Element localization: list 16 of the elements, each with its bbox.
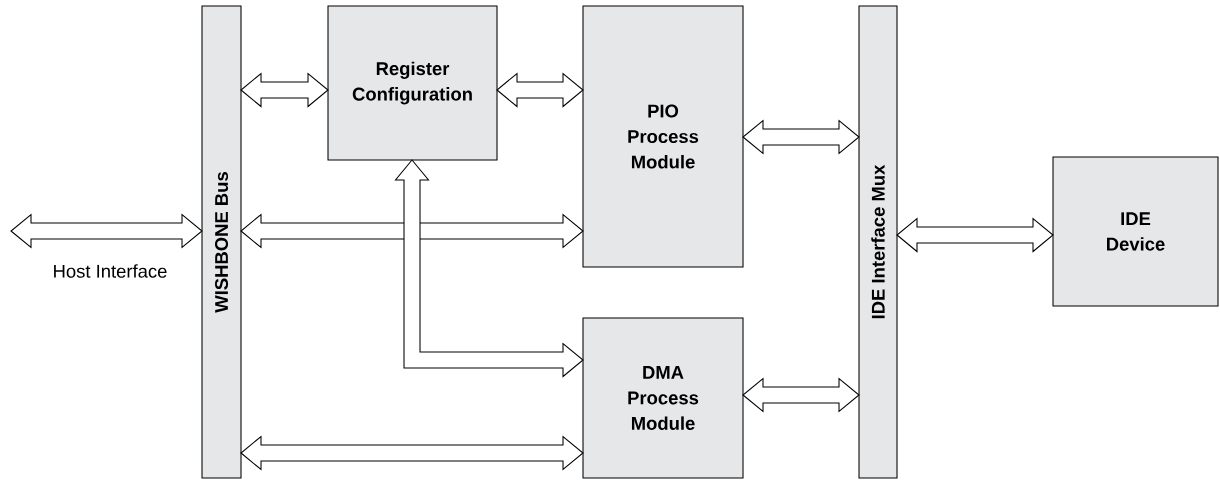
block-box: PIO Process Module bbox=[582, 5, 744, 268]
block-box: DMA Process Module bbox=[582, 317, 744, 479]
bus-bar: IDE Interface Mux bbox=[858, 5, 898, 479]
double-arrow bbox=[240, 213, 584, 249]
interface-label: Host Interface bbox=[54, 264, 167, 278]
block-box: IDE Device bbox=[1052, 156, 1219, 307]
double-arrow bbox=[10, 213, 203, 249]
double-arrow bbox=[496, 72, 584, 108]
double-arrow bbox=[394, 159, 584, 378]
double-arrow bbox=[240, 72, 329, 108]
double-arrow bbox=[240, 435, 584, 471]
double-arrow bbox=[742, 119, 860, 155]
double-arrow bbox=[742, 377, 860, 413]
double-arrow bbox=[896, 217, 1054, 253]
bus-bar: WISHBONE Bus bbox=[201, 5, 242, 479]
block-box: Register Configuration bbox=[327, 5, 498, 161]
